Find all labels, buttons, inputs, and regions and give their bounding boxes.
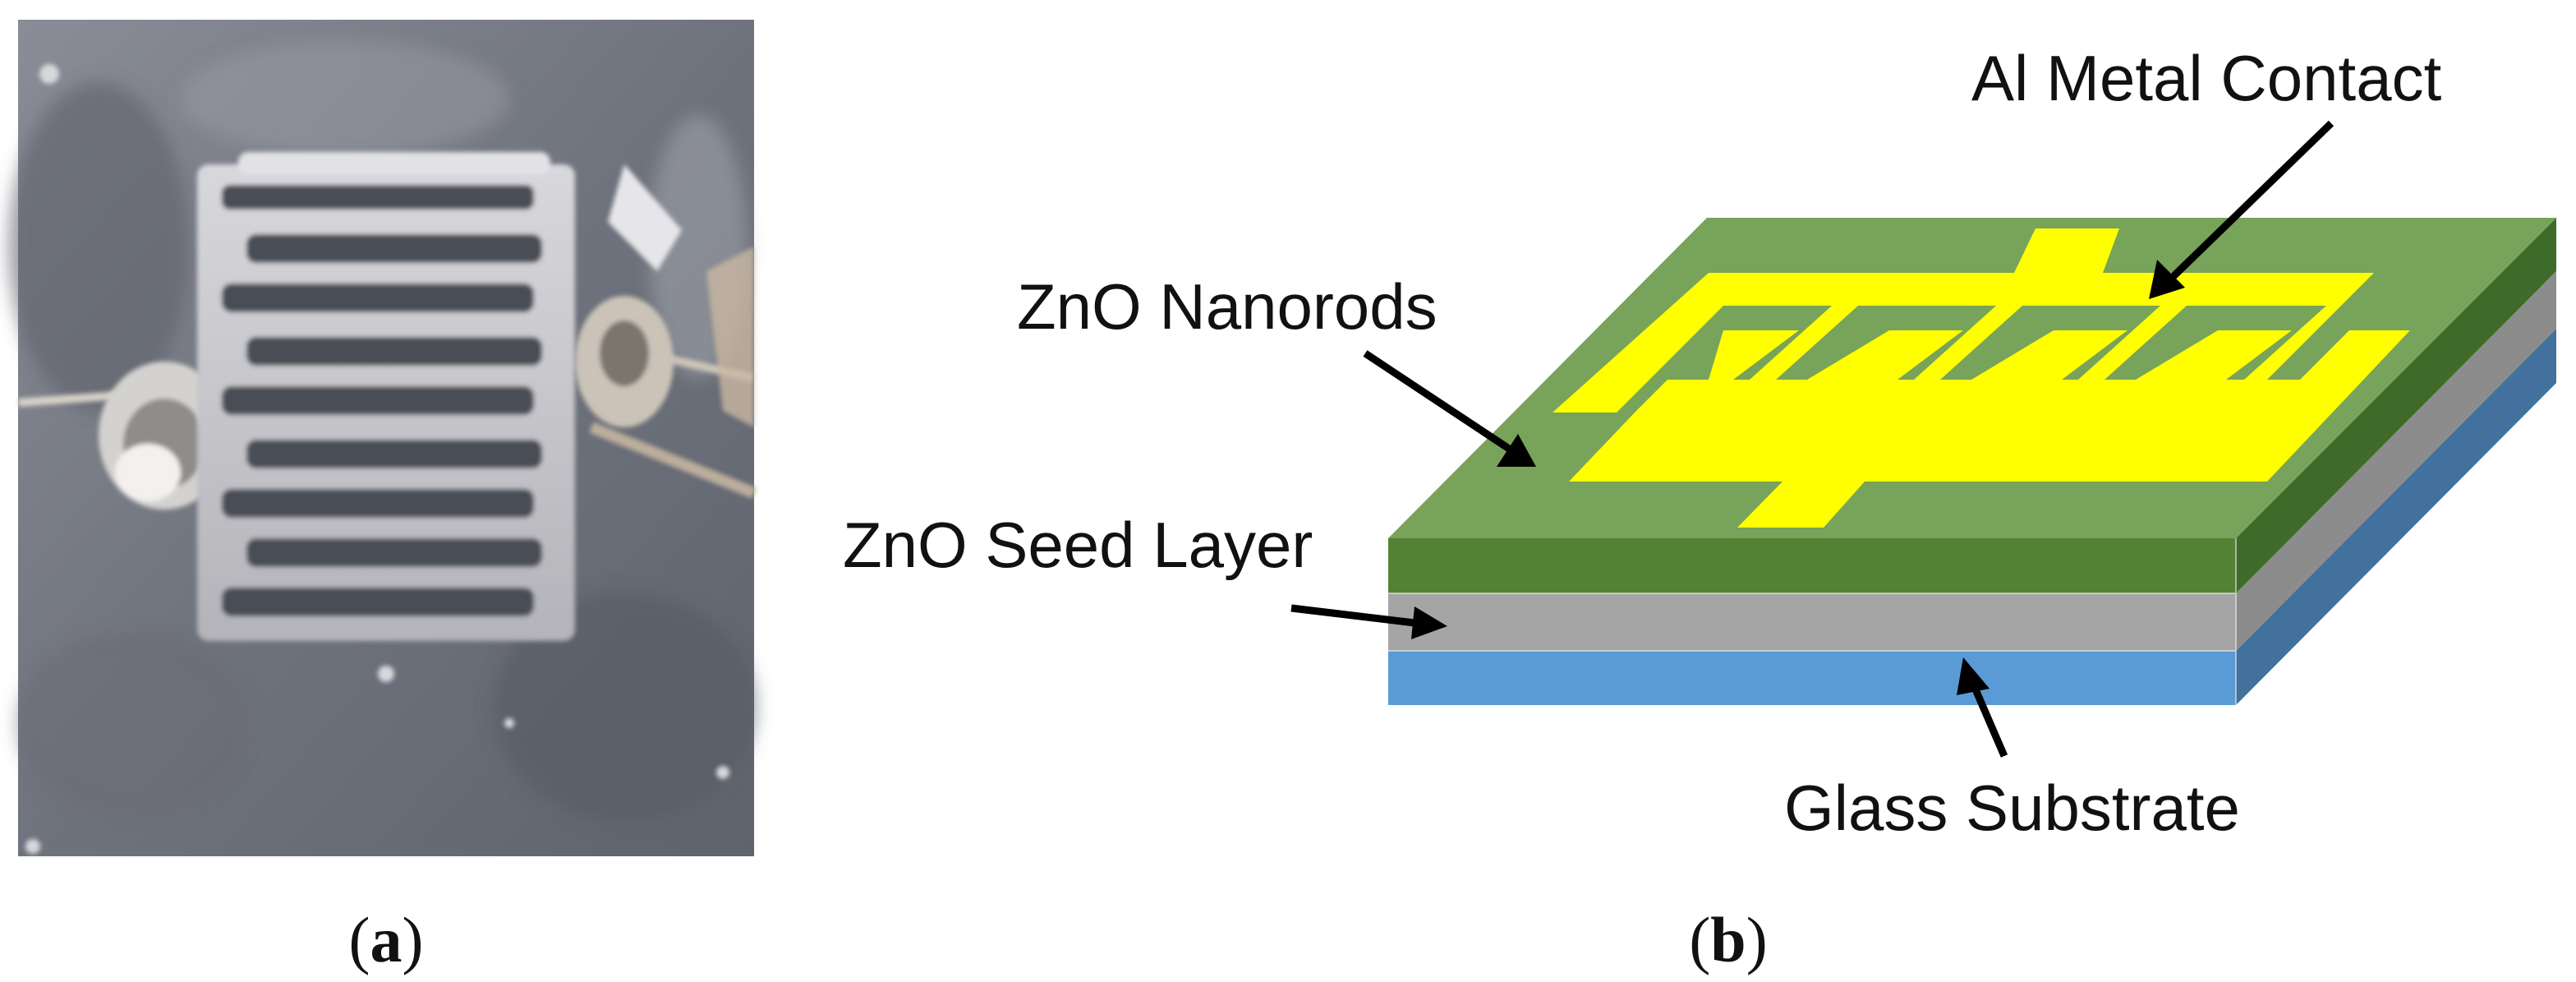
arrow-al-contact-head (2149, 260, 2185, 299)
panel-a-caption: (a) (349, 904, 424, 975)
contact-lower-comb (1569, 330, 2410, 482)
layer-edges (1388, 538, 2237, 705)
panel-b-caption: (b) (1689, 904, 1767, 975)
al-metal-contact-pattern (1552, 228, 2410, 528)
label-glass-substrate: Glass Substrate (1784, 772, 2240, 844)
panel-a-caption-letter: a (370, 904, 402, 975)
seed-layer-front (1388, 593, 2236, 651)
label-al-metal-contact: Al Metal Contact (1971, 42, 2442, 114)
panel-b-schematic: Al Metal Contact ZnO Nanorods ZnO Seed L… (843, 42, 2556, 844)
arrow-seed-layer (1290, 604, 1415, 627)
arrow-glass-substrate (1969, 682, 2008, 758)
arrow-glass-substrate-head (1957, 657, 1990, 695)
label-zno-nanorods: ZnO Nanorods (1017, 270, 1438, 343)
seed-layer-side (2236, 271, 2556, 651)
arrow-nanorods-head (1497, 434, 1536, 467)
label-zno-seed-layer: ZnO Seed Layer (843, 509, 1313, 581)
panel-a-photo (8, 20, 757, 856)
interdigitated-electrode-photo (197, 152, 575, 641)
glass-substrate-side (2236, 329, 2556, 705)
arrow-seed-layer-head (1411, 606, 1447, 639)
contact-bottom-pad (1737, 482, 1865, 528)
contact-top-pad (2014, 228, 2119, 273)
arrow-al-contact (2165, 120, 2334, 284)
annotation-arrows (1290, 120, 2334, 758)
contact-upper-comb (1552, 273, 2374, 413)
panel-b-caption-letter: b (1710, 904, 1746, 975)
nanorod-layer-front (1388, 538, 2236, 593)
arrow-nanorods (1363, 350, 1514, 454)
glass-substrate-front (1388, 651, 2236, 705)
nanorod-layer-side (2236, 218, 2556, 593)
photo-specks (25, 64, 729, 854)
